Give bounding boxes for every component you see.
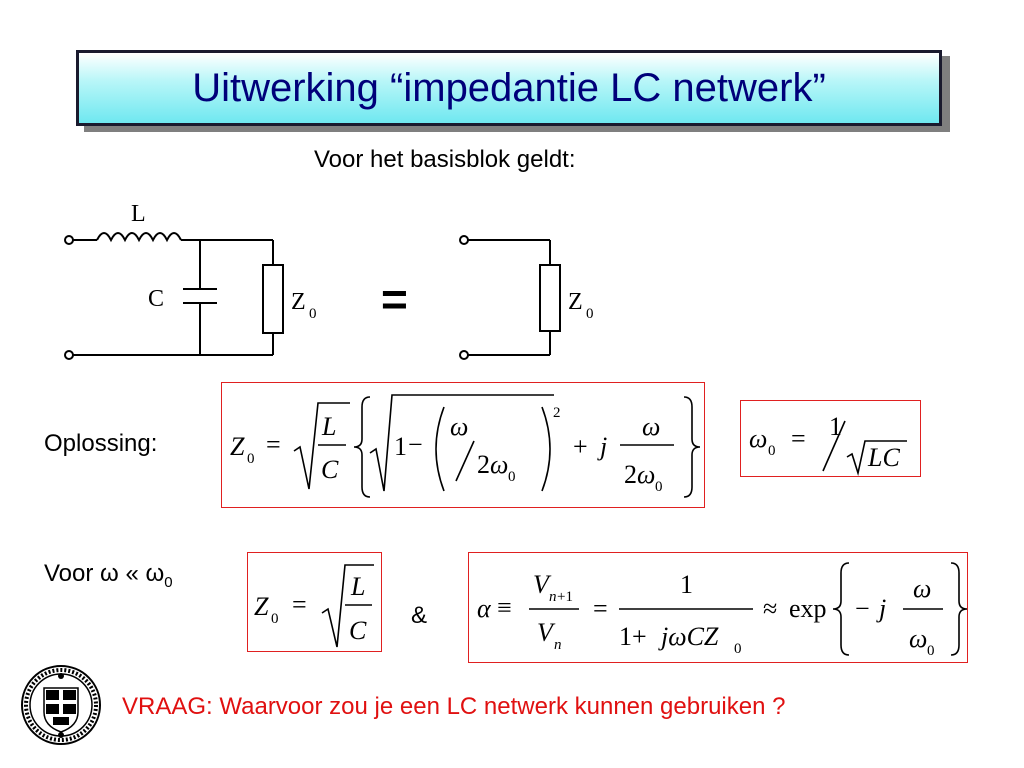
svg-text:L: L <box>321 412 336 441</box>
svg-text:C: C <box>321 455 339 484</box>
load-right-label: Z <box>568 289 583 315</box>
load-resistor-right <box>539 264 561 332</box>
svg-text:ω: ω <box>490 450 508 479</box>
ampersand: & <box>411 602 428 629</box>
voor-label: Voor ω « ω <box>44 560 165 587</box>
load-right-sub: 0 <box>586 306 594 322</box>
svg-text:0: 0 <box>734 641 742 657</box>
page-title: Uitwerking “impedantie LC netwerk” <box>192 65 826 110</box>
svg-text:n: n <box>549 589 557 605</box>
svg-text:V: V <box>533 570 552 599</box>
svg-text:=: = <box>292 590 307 619</box>
svg-text:+1: +1 <box>557 589 573 605</box>
svg-text:0: 0 <box>508 469 516 485</box>
formula-omega0: ω 0 = 1 LC <box>740 400 921 477</box>
svg-text:j: j <box>597 432 607 461</box>
oplossing-label: Oplossing: <box>44 430 158 457</box>
formula-z0-exact-svg: Z 0 = L C 1 − ω 2 ω 0 2 + j ω 2 ω 0 <box>230 394 701 498</box>
svg-text:LC: LC <box>867 443 900 472</box>
svg-text:−: − <box>855 594 870 623</box>
svg-text:=: = <box>266 430 281 459</box>
terminal-bottom-right <box>459 350 469 360</box>
svg-text:Z: Z <box>230 432 245 461</box>
svg-text:2: 2 <box>624 460 637 489</box>
load-resistor-left <box>262 264 284 334</box>
voor-sub: 0 <box>164 573 173 591</box>
svg-text:Z: Z <box>254 592 269 621</box>
svg-text:0: 0 <box>927 643 935 659</box>
svg-text:+: + <box>573 432 588 461</box>
terminal-top-left <box>64 235 74 245</box>
svg-text:=: = <box>593 594 608 623</box>
load-left-sub: 0 <box>309 306 317 322</box>
svg-text:2: 2 <box>553 405 561 421</box>
svg-text:1: 1 <box>680 570 693 599</box>
lc-circuit-diagram: L C Z 0 = Z 0 <box>64 201 594 360</box>
svg-text:0: 0 <box>271 611 279 627</box>
svg-text:1: 1 <box>829 412 842 441</box>
formula-alpha-svg: α ≡ V n +1 V n = 1 1+ jωCZ 0 ≈ exp − j ω… <box>477 562 968 659</box>
svg-text:≡: ≡ <box>497 593 512 622</box>
inductor-coil <box>96 232 182 243</box>
svg-text:ω: ω <box>749 424 767 453</box>
voor-condition: Voor ω « ω0 <box>44 560 173 591</box>
svg-text:0: 0 <box>768 443 776 459</box>
svg-text:ω: ω <box>913 574 931 603</box>
svg-text:n: n <box>554 637 562 653</box>
terminal-top-right <box>459 235 469 245</box>
svg-text:α: α <box>477 594 492 623</box>
svg-text:0: 0 <box>655 479 663 495</box>
svg-text:ω: ω <box>637 460 655 489</box>
formula-z0-approx: Z 0 = L C <box>247 552 382 652</box>
svg-text:≈: ≈ <box>763 594 777 623</box>
university-seal-logo <box>21 665 101 745</box>
svg-text:C: C <box>349 616 367 645</box>
svg-text:ω: ω <box>909 624 927 653</box>
svg-text:0: 0 <box>247 451 255 467</box>
formula-alpha: α ≡ V n +1 V n = 1 1+ jωCZ 0 ≈ exp − j ω… <box>468 552 968 663</box>
inductor-label: L <box>131 201 146 227</box>
equals-sign: = <box>381 273 408 325</box>
svg-text:jωCZ: jωCZ <box>658 622 719 651</box>
svg-text:−: − <box>408 430 423 459</box>
svg-text:ω: ω <box>450 412 468 441</box>
svg-text:1: 1 <box>394 432 407 461</box>
svg-text:exp: exp <box>789 594 827 623</box>
svg-text:=: = <box>791 424 806 453</box>
vraag-question: VRAAG: Waarvoor zou je een LC netwerk ku… <box>122 693 786 720</box>
formula-z0-approx-svg: Z 0 = L C <box>254 564 374 648</box>
svg-text:V: V <box>537 618 556 647</box>
svg-text:L: L <box>350 572 365 601</box>
svg-text:2: 2 <box>477 450 490 479</box>
formula-omega0-svg: ω 0 = 1 LC <box>749 412 907 477</box>
svg-text:ω: ω <box>642 412 660 441</box>
svg-text:j: j <box>876 594 886 623</box>
svg-text:1+: 1+ <box>619 622 647 651</box>
subtitle: Voor het basisblok geldt: <box>314 146 576 173</box>
title-box: Uitwerking “impedantie LC netwerk” <box>76 50 942 126</box>
terminal-bottom-left <box>64 350 74 360</box>
formula-z0-exact: Z 0 = L C 1 − ω 2 ω 0 2 + j ω 2 ω 0 <box>221 382 705 508</box>
capacitor-label: C <box>148 286 164 312</box>
load-left-label: Z <box>291 289 306 315</box>
